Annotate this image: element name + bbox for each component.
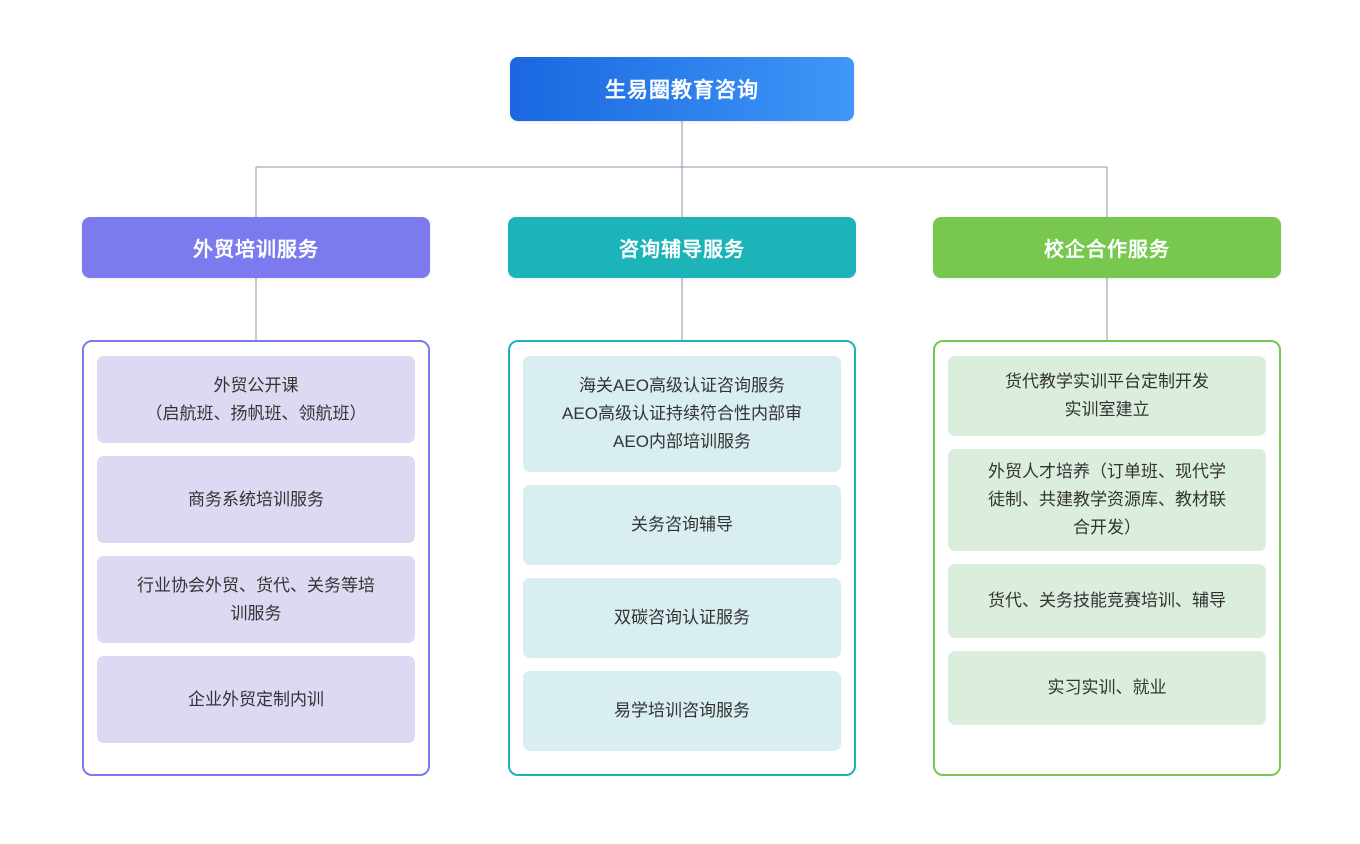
category-header-0[interactable]: 外贸培训服务 (82, 217, 430, 278)
service-item-text: 货代教学实训平台定制开发 实训室建立 (1005, 372, 1209, 419)
service-item-text: 双碳咨询认证服务 (614, 608, 750, 627)
service-item-text: 商务系统培训服务 (188, 489, 324, 509)
category-header-label-2: 校企合作服务 (1044, 239, 1170, 261)
service-item-text: 行业协会外贸、货代、关务等培 训服务 (137, 575, 375, 623)
service-item-card[interactable]: 实习实训、就业 (948, 651, 1266, 725)
root-node-label: 生易圈教育咨询 (605, 79, 759, 102)
service-item-text: 货代、关务技能竞赛培训、辅导 (988, 591, 1226, 610)
category-header-1[interactable]: 咨询辅导服务 (508, 217, 856, 278)
service-item-text: 实习实训、就业 (1047, 678, 1167, 697)
group-box-1: 海关AEO高级认证咨询服务 AEO高级认证持续符合性内部审 AEO内部培训服务 … (508, 340, 856, 776)
service-item-text: 易学培训咨询服务 (614, 701, 750, 720)
category-header-label-1: 咨询辅导服务 (619, 239, 745, 261)
service-item-text: 海关AEO高级认证咨询服务 AEO高级认证持续符合性内部审 AEO内部培训服务 (562, 376, 802, 451)
service-item-card[interactable]: 货代教学实训平台定制开发 实训室建立 (948, 356, 1266, 436)
root-node[interactable]: 生易圈教育咨询 (510, 57, 854, 121)
service-item-card[interactable]: 易学培训咨询服务 (523, 671, 841, 751)
service-item-card[interactable]: 海关AEO高级认证咨询服务 AEO高级认证持续符合性内部审 AEO内部培训服务 (523, 356, 841, 472)
service-item-text: 外贸公开课 （启航班、扬帆班、领航班） (145, 375, 367, 423)
service-item-card[interactable]: 关务咨询辅导 (523, 485, 841, 565)
service-item-card[interactable]: 企业外贸定制内训 (97, 656, 415, 743)
service-item-card[interactable]: 行业协会外贸、货代、关务等培 训服务 (97, 556, 415, 643)
service-item-text: 外贸人才培养（订单班、现代学 徒制、共建教学资源库、教材联 合开发） (988, 462, 1226, 537)
service-item-card[interactable]: 商务系统培训服务 (97, 456, 415, 543)
category-header-2[interactable]: 校企合作服务 (933, 217, 1281, 278)
service-item-card[interactable]: 双碳咨询认证服务 (523, 578, 841, 658)
category-header-label-0: 外贸培训服务 (193, 239, 319, 261)
service-item-card[interactable]: 外贸公开课 （启航班、扬帆班、领航班） (97, 356, 415, 443)
group-box-2: 货代教学实训平台定制开发 实训室建立 外贸人才培养（订单班、现代学 徒制、共建教… (933, 340, 1281, 776)
group-box-0: 外贸公开课 （启航班、扬帆班、领航班） 商务系统培训服务 行业协会外贸、货代、关… (82, 340, 430, 776)
service-item-text: 关务咨询辅导 (631, 515, 733, 534)
service-item-text: 企业外贸定制内训 (188, 689, 324, 709)
service-item-card[interactable]: 外贸人才培养（订单班、现代学 徒制、共建教学资源库、教材联 合开发） (948, 449, 1266, 551)
service-item-card[interactable]: 货代、关务技能竞赛培训、辅导 (948, 564, 1266, 638)
